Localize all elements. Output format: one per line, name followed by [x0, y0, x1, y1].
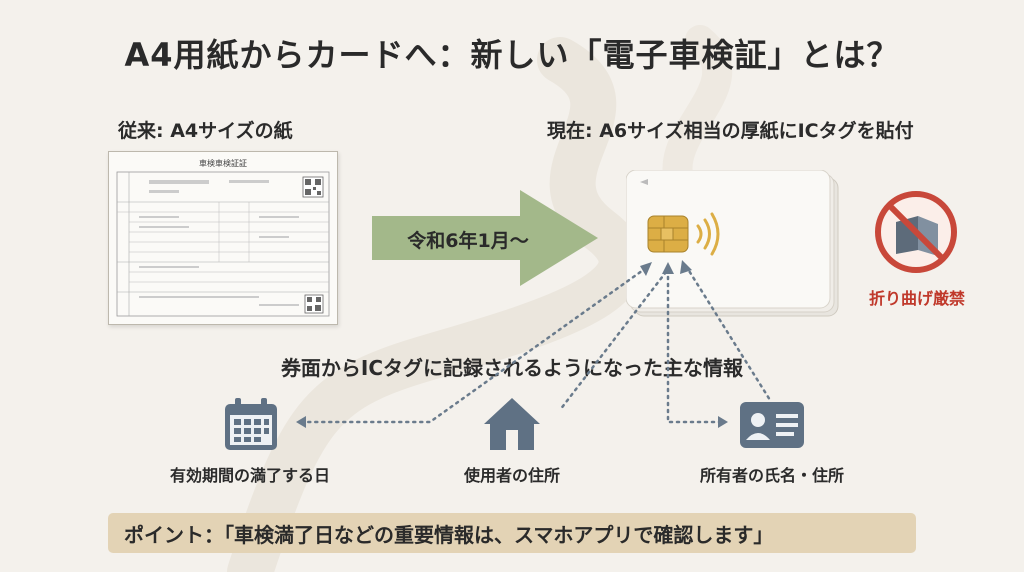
ic-chip-icon — [647, 215, 689, 253]
a4-paper-certificate: 車検車検証証 — [108, 151, 338, 325]
transition-arrow — [372, 190, 598, 286]
transition-date: 令和6年1月〜 — [407, 230, 529, 252]
paper-form-lines: 車検車検証証 — [116, 158, 330, 317]
old-label: 従来: A4サイズの紙 — [118, 120, 293, 142]
point-note: ポイント：「車検満了日などの重要情報は、スマホアプリで確認します」 — [108, 513, 916, 553]
house-icon — [484, 398, 540, 450]
id-card-icon — [740, 402, 804, 448]
no-folding-icon — [875, 191, 957, 273]
calendar-icon — [225, 398, 277, 450]
item-label-expiry: 有効期間の満了する日 — [169, 466, 330, 485]
ic-card — [626, 170, 839, 317]
section-subtitle: 券面からICタグに記録されるようになった主な情報 — [280, 356, 744, 380]
new-label: 現在: A6サイズ相当の厚紙にICタグを貼付 — [547, 120, 914, 142]
page-title: A4用紙からカードへ：新しい「電子車検証」とは？ — [124, 36, 900, 74]
paper-doc-title: 車検車検証証 — [199, 158, 247, 168]
nfc-wave-icon — [696, 212, 720, 256]
item-label-owner: 所有者の氏名・住所 — [699, 466, 844, 485]
item-label-user-address: 使用者の住所 — [463, 466, 560, 485]
no-folding-warning: 折り曲げ厳禁 — [868, 289, 965, 308]
